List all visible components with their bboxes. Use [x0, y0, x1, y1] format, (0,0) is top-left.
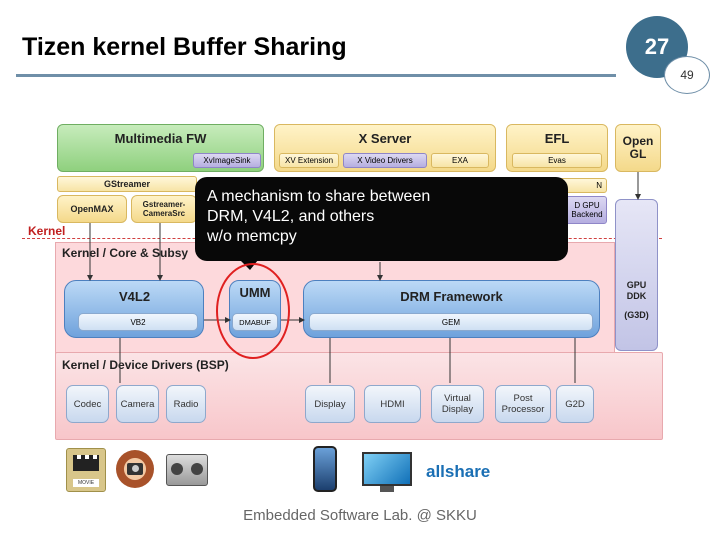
gstreamer-camerasrc-label: Gstreamer-CameraSrc — [142, 200, 186, 218]
driver-radio: Radio — [166, 385, 206, 423]
allshare-logo: allshare — [426, 462, 491, 481]
page-number-badge: 49 — [664, 56, 710, 94]
openmax-label: OpenMAX — [70, 204, 114, 214]
opengl-box: Open GL — [615, 124, 661, 172]
efl-label: EFL — [544, 131, 570, 146]
camera-icon — [116, 450, 154, 488]
movie-clapper-icon: MOVIE — [66, 448, 106, 492]
exa-box: EXA — [431, 153, 489, 168]
evas-box: Evas — [512, 153, 602, 168]
kernel-label: Kernel — [28, 224, 66, 238]
gstreamer-box: GStreamer — [57, 176, 197, 192]
radio-icon — [166, 454, 208, 486]
monitor-icon — [362, 452, 412, 486]
drm-framework-label: DRM Framework — [400, 289, 503, 304]
driver-post-processor: Post Processor — [495, 385, 551, 423]
x-server-label: X Server — [358, 131, 412, 146]
callout-line-1: A mechanism to share between — [207, 188, 431, 205]
kernel-core-label: Kernel / Core & Subsy — [62, 246, 189, 260]
callout-box: A mechanism to share between DRM, V4L2, … — [195, 177, 568, 261]
xvimagesink-box: XvImageSink — [193, 153, 261, 168]
driver-codec: Codec — [66, 385, 109, 423]
gstreamer-label: GStreamer — [103, 179, 151, 189]
monitor-stand-icon — [380, 486, 394, 492]
g3d-label: (G3D) — [624, 310, 649, 320]
footer-text: Embedded Software Lab. @ SKKU — [243, 507, 477, 524]
smartphone-icon — [313, 446, 337, 492]
vb2-box: VB2 — [78, 313, 198, 331]
opengl-label: Open GL — [622, 134, 654, 161]
x-video-drivers-box: X Video Drivers — [343, 153, 427, 168]
gpu-ddk-label: GPU DDK — [626, 280, 647, 301]
callout-line-2: DRM, V4L2, and others — [207, 208, 375, 225]
multimedia-fw-label: Multimedia FW — [114, 131, 207, 146]
gem-box: GEM — [309, 313, 593, 331]
v4l2-label: V4L2 — [119, 289, 151, 304]
driver-camera: Camera — [116, 385, 159, 423]
umm-highlight-ring — [216, 263, 290, 359]
driver-virtual-display: Virtual Display — [431, 385, 484, 423]
driver-display: Display — [305, 385, 355, 423]
callout-line-3: w/o memcpy — [207, 228, 297, 245]
slide-title: Tizen kernel Buffer Sharing — [22, 33, 347, 61]
device-drivers-label: Kernel / Device Drivers (BSP) — [62, 358, 229, 372]
title-underline — [16, 74, 616, 77]
xv-extension-box: XV Extension — [279, 153, 339, 168]
gstreamer-camerasrc-box: Gstreamer-CameraSrc — [131, 195, 197, 223]
openmax-box: OpenMAX — [57, 195, 127, 223]
driver-hdmi: HDMI — [364, 385, 421, 423]
driver-g2d: G2D — [556, 385, 594, 423]
